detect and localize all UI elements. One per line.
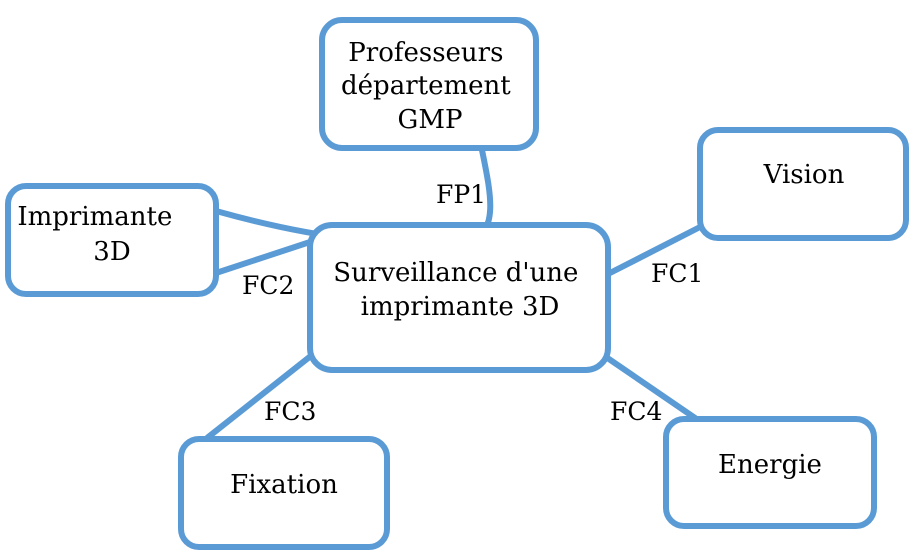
node-professeurs-label: Professeurs département GMP [341,38,519,135]
node-imprimante: Imprimante 3D [5,183,219,297]
node-professeurs-line-3: GMP [398,105,463,135]
node-vision-label: Vision [763,160,845,190]
node-vision: Vision [697,127,909,241]
node-vision-line-1: Vision [763,160,845,190]
node-energie: Energie [663,416,877,529]
node-surveillance-line-2: imprimante 3D [361,292,560,322]
link-fc3 [205,352,314,441]
link-label-fc4: FC4 [610,397,662,426]
node-imprimante-line-1: Imprimante [17,202,172,232]
node-energie-label: Energie [718,450,822,480]
link-label-fc1: FC1 [651,259,703,288]
link-fc4 [604,354,700,423]
link-fc2 [215,239,311,276]
node-professeurs: Professeurs département GMP [319,17,539,151]
node-fixation-line-1: Fixation [230,470,338,500]
node-fixation: Fixation [178,436,390,550]
node-energie-line-1: Energie [718,450,822,480]
link-fc1 [606,223,704,277]
node-surveillance: Surveillance d'une imprimante 3D [307,222,611,373]
node-fixation-label: Fixation [230,470,338,500]
node-professeurs-line-1: Professeurs [348,38,503,68]
node-surveillance-line-1: Surveillance d'une [333,258,578,288]
node-surveillance-label: Surveillance d'une imprimante 3D [333,258,586,322]
node-imprimante-line-2: 3D [93,237,130,267]
link-label-fc3: FC3 [264,397,316,426]
node-imprimante-label: Imprimante 3D [17,202,180,267]
link-label-fc2: FC2 [242,271,294,300]
node-professeurs-line-2: département [341,71,511,101]
link-label-fp1: FP1 [436,180,486,209]
